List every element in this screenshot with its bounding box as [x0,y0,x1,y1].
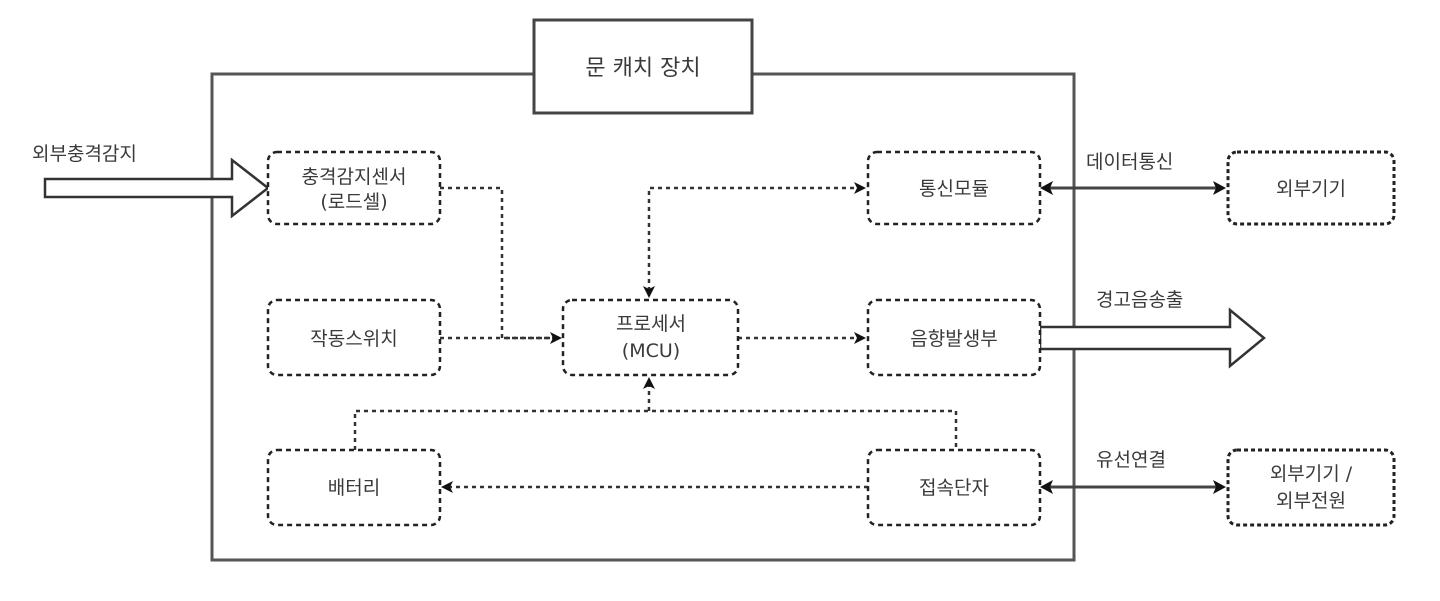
title-label: 문 캐치 장치 [585,56,700,81]
edge-processor-comm [647,186,858,291]
arrowhead-into-sound [854,332,866,344]
edge-sensor-to-processor [440,186,556,340]
impact-sensor-label: 충격감지센서 [302,166,407,188]
arrowhead-into-external-power [1213,480,1226,494]
arrowhead-up-into-processor [643,377,655,389]
arrowhead-into-comm [854,182,866,194]
title-box: 문 캐치 장치 [532,18,754,115]
node-connection-terminal: 접속단자 [866,448,1042,527]
node-battery: 배터리 [266,448,442,527]
arrowhead-into-terminal [1040,480,1053,494]
data-comm-label: 데이터통신 [1086,151,1173,173]
node-comm-module: 통신모듈 [866,150,1042,226]
arrowhead-into-comm-module [1040,181,1053,195]
impact-sensor-sublabel: (로드셀) [320,191,387,213]
arrowhead-down-into-processor [643,286,655,298]
external-impact-arrow [43,157,271,219]
connection-terminal-label: 접속단자 [919,477,989,499]
processor-sublabel: (MCU) [622,340,680,362]
external-power-sublabel: 외부전원 [1276,490,1346,512]
battery-label: 배터리 [328,477,380,499]
operation-switch-label: 작동스위치 [310,328,397,350]
arrowhead-into-external-device [1213,181,1226,195]
node-impact-sensor: 충격감지센서 (로드셀) [266,150,442,226]
node-sound-generator: 음향발생부 [866,298,1042,377]
node-operation-switch: 작동스위치 [266,298,442,377]
comm-module-label: 통신모듈 [919,178,989,200]
node-external-device: 외부기기 [1226,150,1396,226]
external-power-label: 외부기기 / [1270,463,1353,485]
alarm-output-label: 경고음송출 [1096,289,1183,311]
arrowhead-into-processor [550,332,562,344]
sound-generator-label: 음향발생부 [910,328,997,350]
node-external-power: 외부기기 / 외부전원 [1226,448,1396,527]
edge-power-bus [353,409,958,450]
node-processor: 프로세서 (MCU) [561,298,740,377]
wired-connection-label: 유선연결 [1096,449,1166,471]
processor-label: 프로세서 [616,313,686,335]
arrowhead-into-battery [441,481,453,493]
external-device-label: 외부기기 [1276,178,1346,200]
external-impact-label: 외부충격감지 [32,143,137,165]
alarm-output-arrow [1038,307,1266,369]
